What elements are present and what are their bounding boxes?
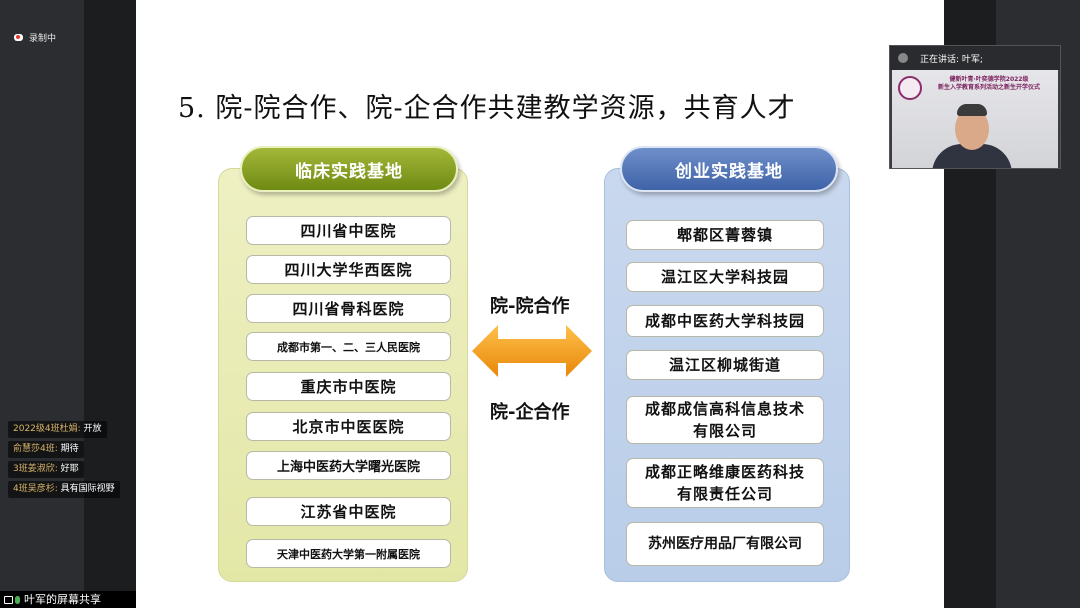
school-logo <box>898 76 922 100</box>
arrow-label-top: 院-院合作 <box>490 292 569 318</box>
recording-label: 录制中 <box>29 31 56 44</box>
microphone-icon <box>15 596 20 604</box>
chat-sender: 3班姜淑欣: <box>13 464 58 474</box>
entrepreneur-base-item: 成都中医药大学科技园 <box>626 305 824 337</box>
banner-line2: 新生入学教育系列活动之新生开学仪式 <box>924 84 1054 92</box>
recording-indicator[interactable]: 录制中 <box>14 31 56 44</box>
entrepreneur-base-item-line1: 苏州医疗用品厂有限公司 <box>648 533 802 555</box>
screen-share-text: 叶军的屏幕共享 <box>24 591 101 608</box>
arrow-label-bottom: 院-企合作 <box>490 398 569 424</box>
entrepreneur-base-item: 苏州医疗用品厂有限公司 <box>626 522 824 566</box>
entrepreneur-base-item: 温江区大学科技园 <box>626 262 824 292</box>
clinical-base-item: 成都市第一、二、三人民医院 <box>246 332 451 361</box>
entrepreneur-base-item: 温江区柳城街道 <box>626 350 824 380</box>
event-banner: 健新叶青·叶奕德学院2022级 新生入学教育系列活动之新生开学仪式 <box>924 76 1054 92</box>
entrepreneur-base-item-line1: 郫都区菁蓉镇 <box>677 224 773 246</box>
chat-sender: 4班吴彦杉: <box>13 484 58 494</box>
chat-message: 2022级4班杜娟: 开放 <box>8 421 107 438</box>
banner-line1: 健新叶青·叶奕德学院2022级 <box>924 76 1054 84</box>
recording-icon <box>14 34 23 41</box>
chat-text: 好耶 <box>61 464 79 474</box>
clinical-base-item: 四川省骨科医院 <box>246 294 451 323</box>
entrepreneur-base-item-line2: 有限公司 <box>645 420 805 442</box>
speaker-video-window[interactable]: 正在讲话: 叶军; 健新叶青·叶奕德学院2022级 新生入学教育系列活动之新生开… <box>889 45 1061 169</box>
entrepreneur-base-item-line1: 温江区大学科技园 <box>661 266 789 288</box>
entrepreneur-base-header: 创业实践基地 <box>620 146 838 192</box>
double-arrow-icon <box>472 323 592 379</box>
screen-share-label[interactable]: 叶军的屏幕共享 <box>0 591 136 608</box>
entrepreneur-base-item: 成都成信高科信息技术 有限公司 <box>626 396 824 444</box>
entrepreneur-base-item-line1: 温江区柳城街道 <box>669 354 781 376</box>
clinical-base-item: 重庆市中医院 <box>246 372 451 401</box>
clinical-base-item: 上海中医药大学曙光医院 <box>246 451 451 480</box>
chat-message: 4班吴彦杉: 具有国际视野 <box>8 481 120 498</box>
entrepreneur-base-item-line1: 成都中医药大学科技园 <box>645 310 805 332</box>
entrepreneur-base-item-line1: 成都正略维康医药科技 <box>645 461 805 483</box>
slide-title: 5. 院-院合作、院-企合作共建教学资源，共育人才 <box>178 86 796 125</box>
entrepreneur-base-item-line2: 有限责任公司 <box>645 483 805 505</box>
chat-message: 俞慧莎4班: 期待 <box>8 441 84 458</box>
clinical-base-item: 江苏省中医院 <box>246 497 451 526</box>
chat-feed: 2022级4班杜娟: 开放 俞慧莎4班: 期待 3班姜淑欣: 好耶 4班吴彦杉:… <box>8 421 138 501</box>
clinical-base-item: 四川省中医院 <box>246 216 451 245</box>
speaker-avatar-icon <box>898 53 908 63</box>
entrepreneur-base-item: 郫都区菁蓉镇 <box>626 220 824 250</box>
screen-share-icon <box>4 596 13 604</box>
left-sidebar <box>0 0 84 608</box>
clinical-base-item: 北京市中医医院 <box>246 412 451 441</box>
chat-sender: 2022级4班杜娟: <box>13 424 81 434</box>
chat-text: 开放 <box>84 424 102 434</box>
clinical-base-item: 天津中医药大学第一附属医院 <box>246 539 451 568</box>
clinical-base-item: 四川大学华西医院 <box>246 255 451 284</box>
chat-text: 期待 <box>61 444 79 454</box>
entrepreneur-base-item: 成都正略维康医药科技 有限责任公司 <box>626 458 824 508</box>
left-gutter <box>84 0 136 608</box>
speaking-label: 正在讲话: 叶军; <box>920 52 983 65</box>
video-feed: 健新叶青·叶奕德学院2022级 新生入学教育系列活动之新生开学仪式 叶军 <box>892 70 1058 168</box>
chat-sender: 俞慧莎4班: <box>13 444 58 454</box>
speaking-bar: 正在讲话: 叶军; <box>890 46 1060 70</box>
speaker-hair <box>957 104 987 116</box>
entrepreneur-base-item-line1: 成都成信高科信息技术 <box>645 398 805 420</box>
chat-text: 具有国际视野 <box>61 484 115 494</box>
chat-message: 3班姜淑欣: 好耶 <box>8 461 84 478</box>
shared-slide: 5. 院-院合作、院-企合作共建教学资源，共育人才 临床实践基地 创业实践基地 … <box>136 0 944 608</box>
clinical-base-header: 临床实践基地 <box>240 146 458 192</box>
